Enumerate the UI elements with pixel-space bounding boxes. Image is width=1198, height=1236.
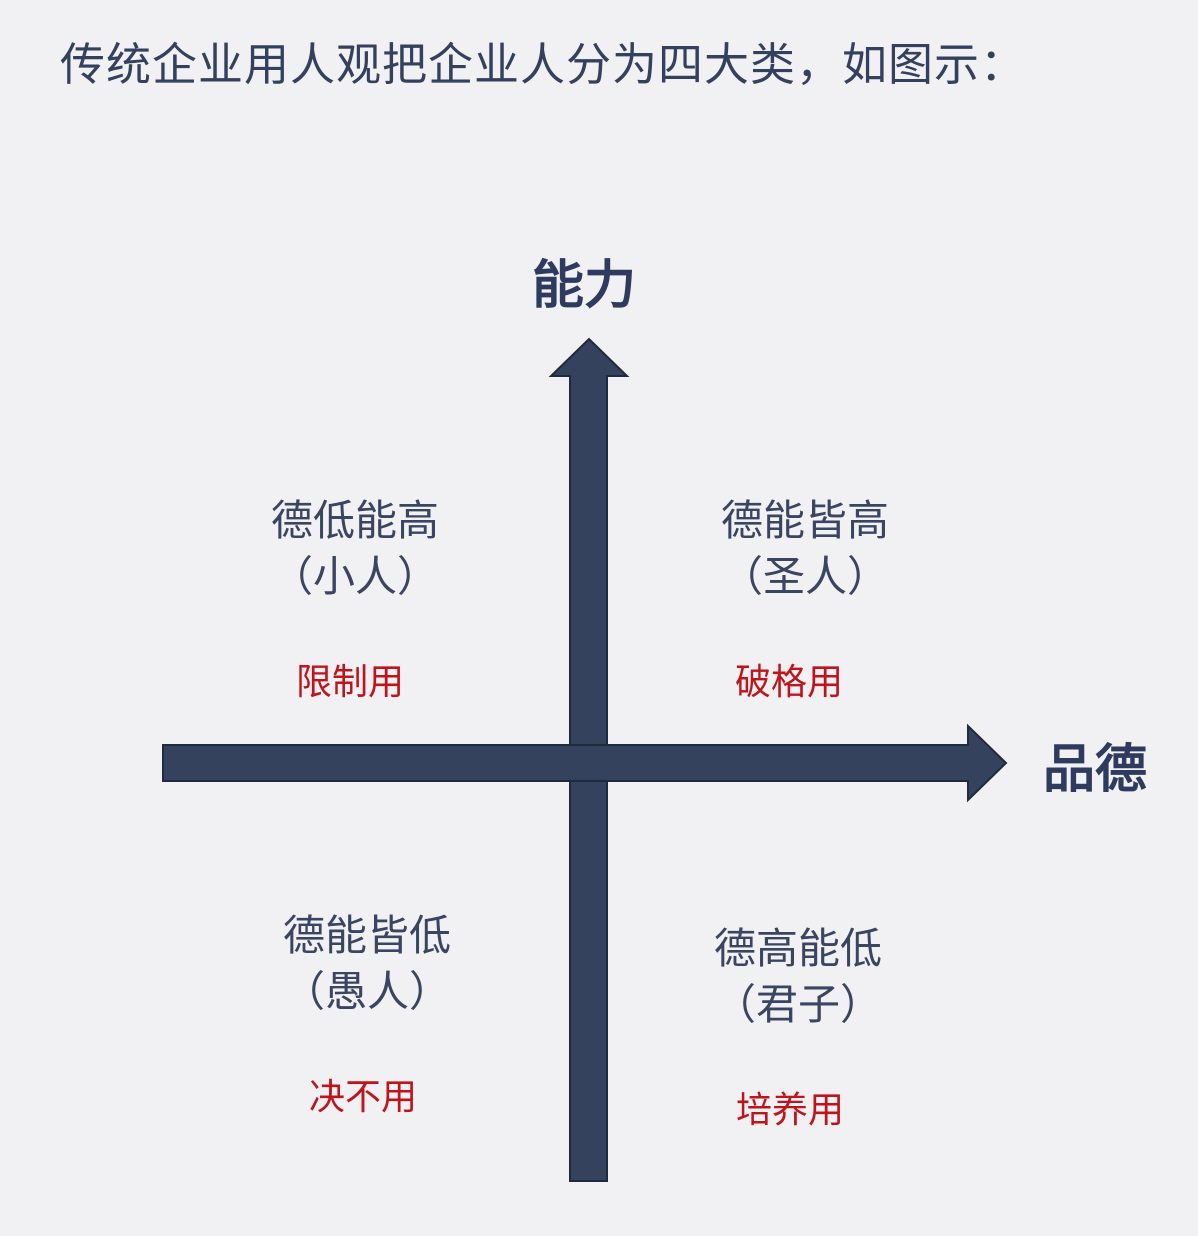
quadrant-usage: 培养用 [735, 1090, 844, 1131]
quadrant-subtitle: （愚人） [282, 967, 451, 1016]
quadrant-subtitle: （小人） [270, 552, 439, 601]
x-axis-arrow-icon [162, 723, 1008, 803]
quadrant-bottom-right: 德高能低 （君子） 培养用 [668, 921, 928, 1133]
quadrant-subtitle: （圣人） [720, 552, 889, 601]
quadrant-usage: 决不用 [308, 1077, 417, 1118]
page-title: 传统企业用人观把企业人分为四大类，如图示： [60, 38, 1027, 91]
quadrant-title: 德能皆低 [282, 911, 451, 960]
quadrant-title: 德能皆高 [720, 496, 889, 545]
quadrant-subtitle: （君子） [713, 980, 882, 1029]
quadrant-usage: 破格用 [734, 662, 843, 703]
quadrant-title: 德低能高 [270, 496, 439, 545]
quadrant-bottom-left: 德能皆低 （愚人） 决不用 [237, 908, 497, 1120]
quadrant-top-left: 德低能高 （小人） 限制用 [225, 493, 485, 705]
y-axis-label: 能力 [532, 256, 637, 316]
quadrant-title: 德高能低 [713, 924, 882, 973]
x-axis-label: 品德 [1043, 740, 1148, 800]
quadrant-usage: 限制用 [295, 662, 404, 703]
quadrant-top-right: 德能皆高 （圣人） 破格用 [675, 493, 935, 705]
